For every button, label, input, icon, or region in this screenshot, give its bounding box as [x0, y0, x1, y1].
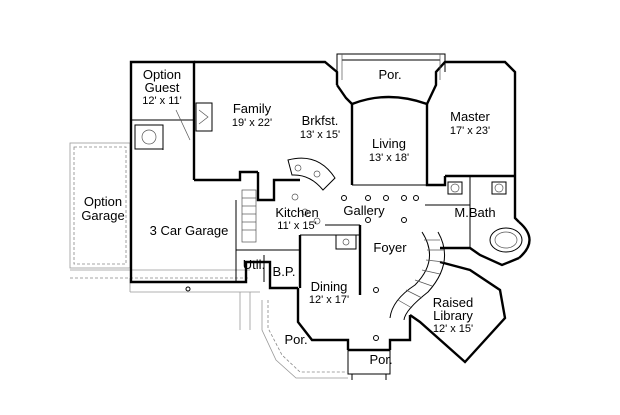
- raised-library-name-line2: Library: [433, 308, 473, 323]
- room-dining: Dining 12' x 17': [309, 279, 349, 306]
- living-size: 13' x 18': [369, 152, 409, 164]
- exterior-walls: [129, 53, 531, 364]
- option-guest-size: 12' x 11': [142, 95, 181, 107]
- bp-label: B.P.: [273, 264, 296, 279]
- master-name: Master: [450, 109, 490, 124]
- master-size: 17' x 23': [450, 125, 490, 137]
- living-name: Living: [372, 136, 406, 151]
- breakfast-size: 13' x 15': [300, 129, 340, 141]
- room-option-garage: Option Garage: [81, 194, 124, 223]
- option-garage-name-line1: Option: [84, 194, 122, 209]
- room-option-guest: Option Guest 12' x 11': [142, 67, 181, 107]
- option-guest-name-line1: Option: [143, 67, 181, 82]
- raised-library-size: 12' x 15': [433, 323, 473, 335]
- dining-size: 12' x 17': [309, 294, 349, 306]
- kitchen-size: 11' x 15': [277, 220, 316, 232]
- breakfast-name: Brkfst.: [302, 113, 339, 128]
- three-car-garage-label: 3 Car Garage: [150, 223, 229, 238]
- option-garage-outline: [69, 142, 260, 330]
- kitchen-name: Kitchen: [275, 205, 318, 220]
- porch-top-label: Por.: [378, 67, 401, 82]
- fixtures: [134, 54, 523, 380]
- utility-label: Util.: [243, 257, 265, 272]
- family-name: Family: [233, 101, 272, 116]
- raised-library-name-line1: Raised: [433, 295, 473, 310]
- room-living: Living 13' x 18': [369, 136, 409, 164]
- porch-front-label: Por.: [369, 352, 392, 367]
- room-raised-library: Raised Library 12' x 15': [433, 295, 474, 335]
- room-breakfast: Brkfst. 13' x 15': [300, 113, 340, 141]
- porch-left-label: Por.: [284, 332, 307, 347]
- foyer-label: Foyer: [373, 240, 407, 255]
- room-kitchen: Kitchen 11' x 15': [275, 205, 318, 232]
- option-garage-name-line2: Garage: [81, 208, 124, 223]
- gallery-label: Gallery: [343, 203, 385, 218]
- dining-name: Dining: [311, 279, 348, 294]
- room-master: Master 17' x 23': [450, 109, 491, 137]
- family-size: 19' x 22': [232, 117, 272, 129]
- master-bath-label: M.Bath: [454, 205, 495, 220]
- room-family: Family 19' x 22': [232, 101, 272, 129]
- option-guest-name-line2: Guest: [145, 80, 180, 95]
